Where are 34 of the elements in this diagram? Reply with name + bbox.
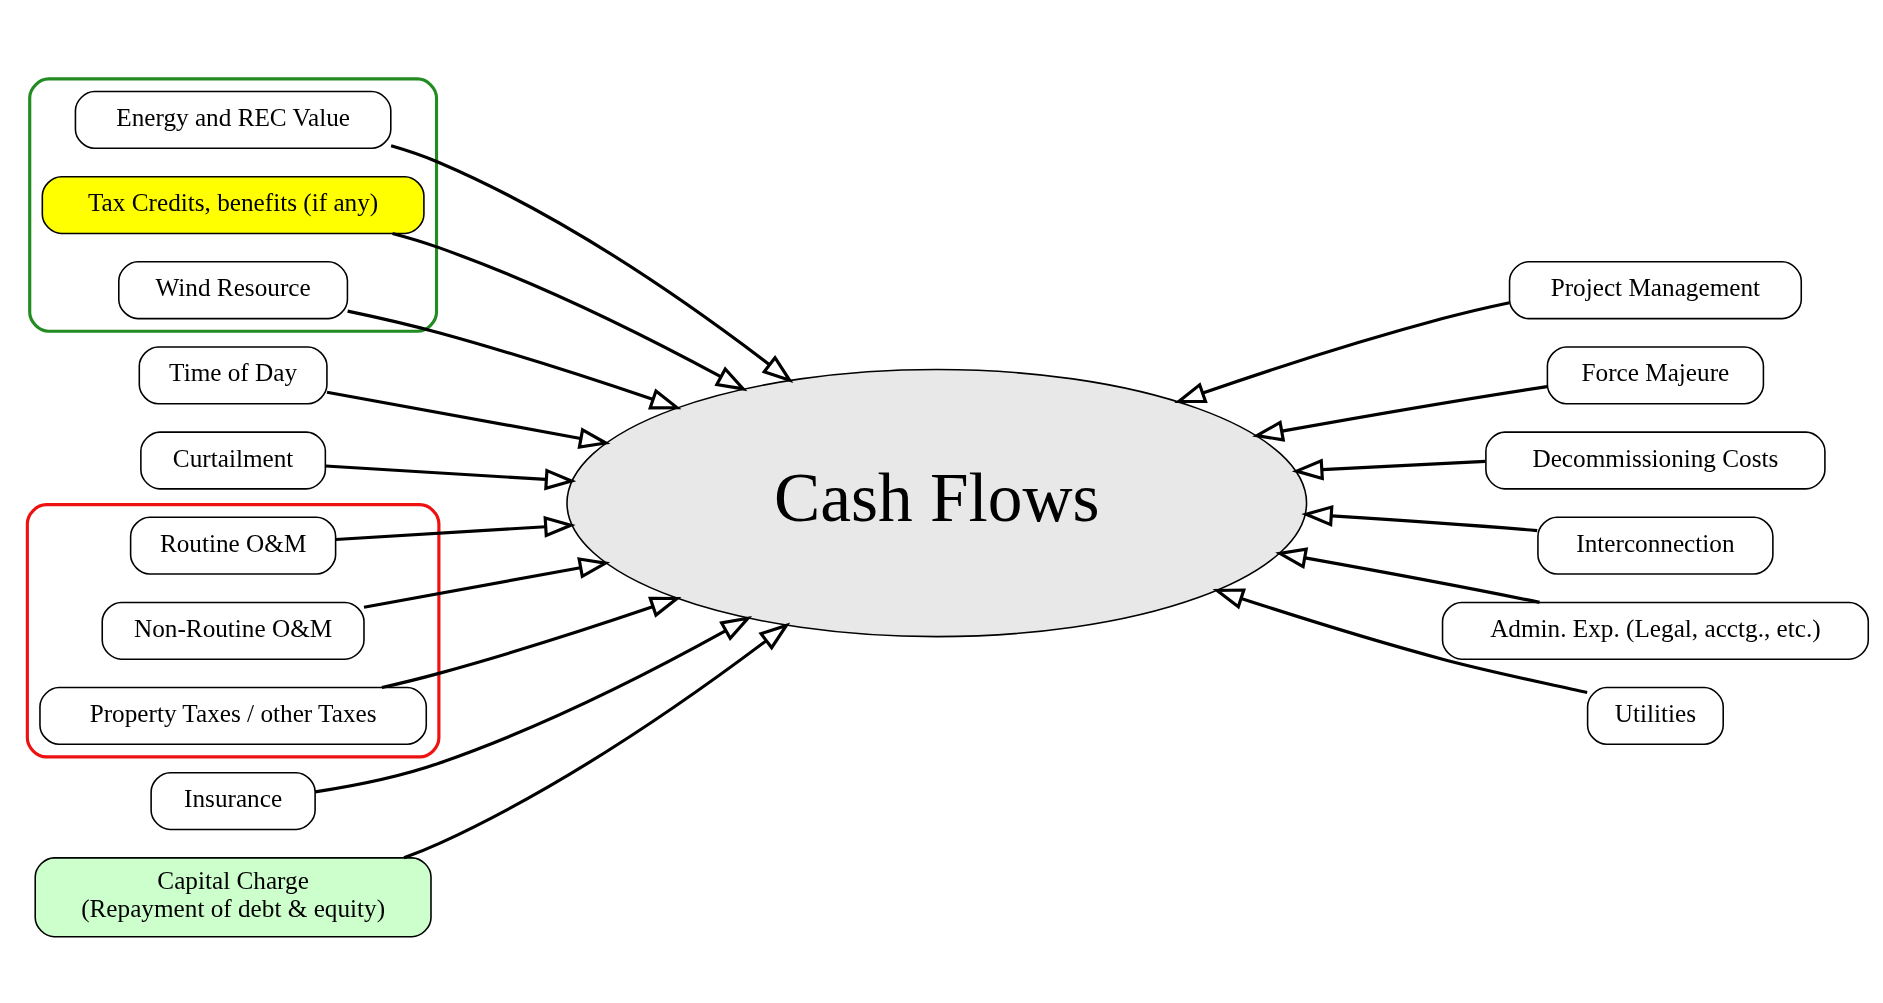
arrow	[392, 231, 748, 392]
node-box: Property Taxes / other Taxes	[39, 686, 428, 746]
node-box: Decommissioning Costs	[1485, 431, 1826, 490]
node-box: Curtailment	[140, 431, 327, 490]
arrow	[1291, 458, 1486, 481]
node-box: Interconnection	[1537, 516, 1774, 575]
node-box: Admin. Exp. (Legal, acctg., etc.)	[1441, 601, 1870, 660]
arrow	[1275, 547, 1540, 604]
arrow	[390, 144, 794, 384]
arrow	[381, 596, 682, 690]
arrow	[347, 309, 682, 410]
arrow	[1174, 301, 1510, 404]
arrow	[403, 622, 791, 860]
node-box: Energy and REC Value	[74, 90, 392, 150]
node-box: Non-Routine O&M	[101, 601, 365, 660]
node-box: Project Management	[1508, 261, 1803, 320]
arrow	[1301, 504, 1538, 533]
arrow	[326, 390, 611, 450]
cluster	[25, 503, 441, 759]
arrow	[363, 557, 611, 609]
node-box: Wind Resource	[118, 261, 349, 320]
arrow	[314, 615, 753, 794]
node-box: Capital Charge (Repayment of debt & equity)	[34, 857, 432, 938]
node-box: Insurance	[150, 771, 316, 831]
node-box: Force Majeure	[1546, 346, 1765, 405]
node-box: Routine O&M	[129, 516, 337, 575]
arrow	[335, 515, 576, 542]
node-box: Utilities	[1586, 686, 1724, 746]
arrow	[325, 464, 577, 491]
arrow	[1252, 385, 1548, 442]
node-box: Time of Day	[138, 346, 328, 405]
arrow	[1212, 588, 1588, 695]
node-box: Tax Credits, benefits (if any)	[41, 175, 425, 235]
cluster	[28, 77, 439, 333]
